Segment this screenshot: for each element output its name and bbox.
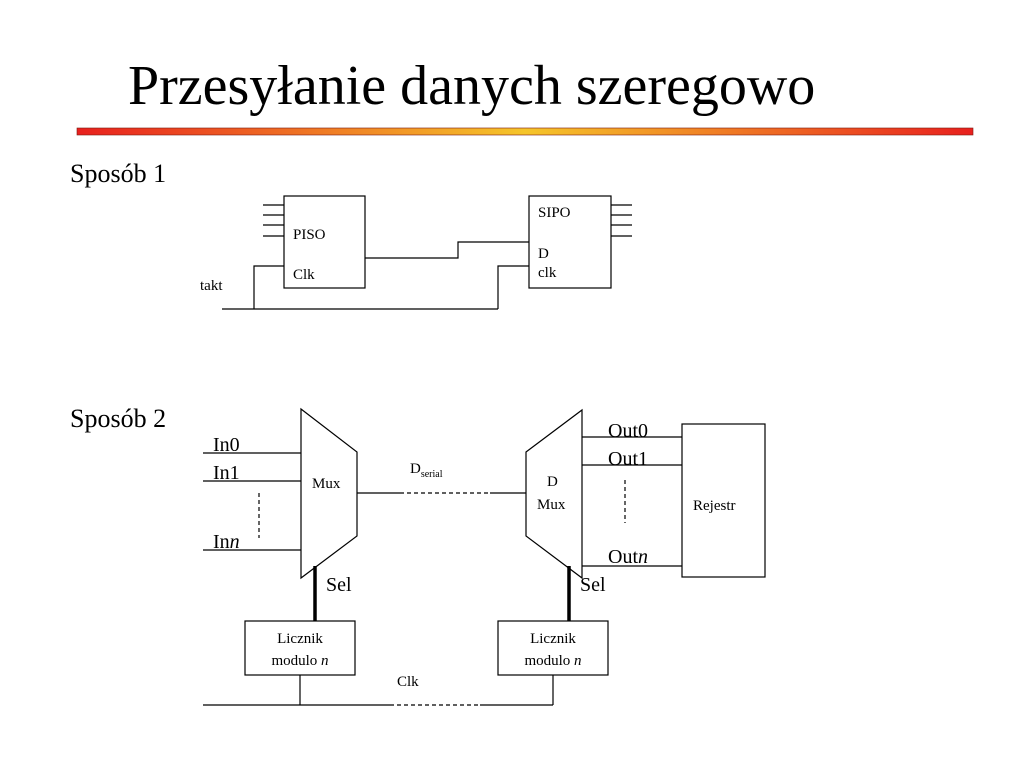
serial-data-wire <box>365 241 529 259</box>
clock-label: takt <box>200 278 223 294</box>
piso-block <box>283 195 366 289</box>
sipo-label: SIPO <box>538 205 571 221</box>
demux-label-line1: D <box>547 474 558 490</box>
output-label-n: Outn <box>608 546 648 568</box>
title-underline-bar <box>76 127 974 136</box>
clk-label: Clk <box>397 674 419 690</box>
piso-clock-wire <box>253 265 284 309</box>
method1-diagram: PISO Clk SIPO D clk takt <box>200 195 632 310</box>
counter-left-line2: modulo n <box>271 653 328 669</box>
piso-parallel-inputs <box>263 204 284 237</box>
mux-block <box>300 407 358 580</box>
slide-title: Przesyłanie danych szeregowo <box>128 55 815 117</box>
demux-sel-label: Sel <box>580 574 606 596</box>
sipo-parallel-outputs <box>611 204 632 237</box>
sipo-d-label: D <box>538 246 549 262</box>
sipo-clk-label: clk <box>538 265 557 281</box>
method2-diagram: Mux In0 In1 Inn Dserial D Mux Out0 Out1 … <box>203 407 766 706</box>
method1-heading: Sposób 1 <box>70 159 166 188</box>
register-label: Rejestr <box>693 498 736 514</box>
sipo-clock-wire <box>497 265 529 309</box>
piso-label: PISO <box>293 227 326 243</box>
output-label-1: Out1 <box>608 448 648 470</box>
demux-block <box>525 408 583 580</box>
register-block <box>681 423 766 578</box>
demux-label-line2: Mux <box>537 497 566 513</box>
counter-right-line1: Licznik <box>530 631 576 647</box>
sipo-block <box>528 195 612 289</box>
input-label-n: Inn <box>213 531 240 553</box>
counter-left-line1: Licznik <box>277 631 323 647</box>
input-label-1: In1 <box>213 462 240 484</box>
method2-heading: Sposób 2 <box>70 404 166 433</box>
output-label-0: Out0 <box>608 420 648 442</box>
dserial-label: Dserial <box>410 461 443 480</box>
counter-right-block <box>497 620 609 676</box>
mux-sel-label: Sel <box>326 574 352 596</box>
input-label-0: In0 <box>213 434 240 456</box>
counter-right-line2: modulo n <box>524 653 581 669</box>
piso-clk-label: Clk <box>293 267 315 283</box>
mux-label: Mux <box>312 476 341 492</box>
